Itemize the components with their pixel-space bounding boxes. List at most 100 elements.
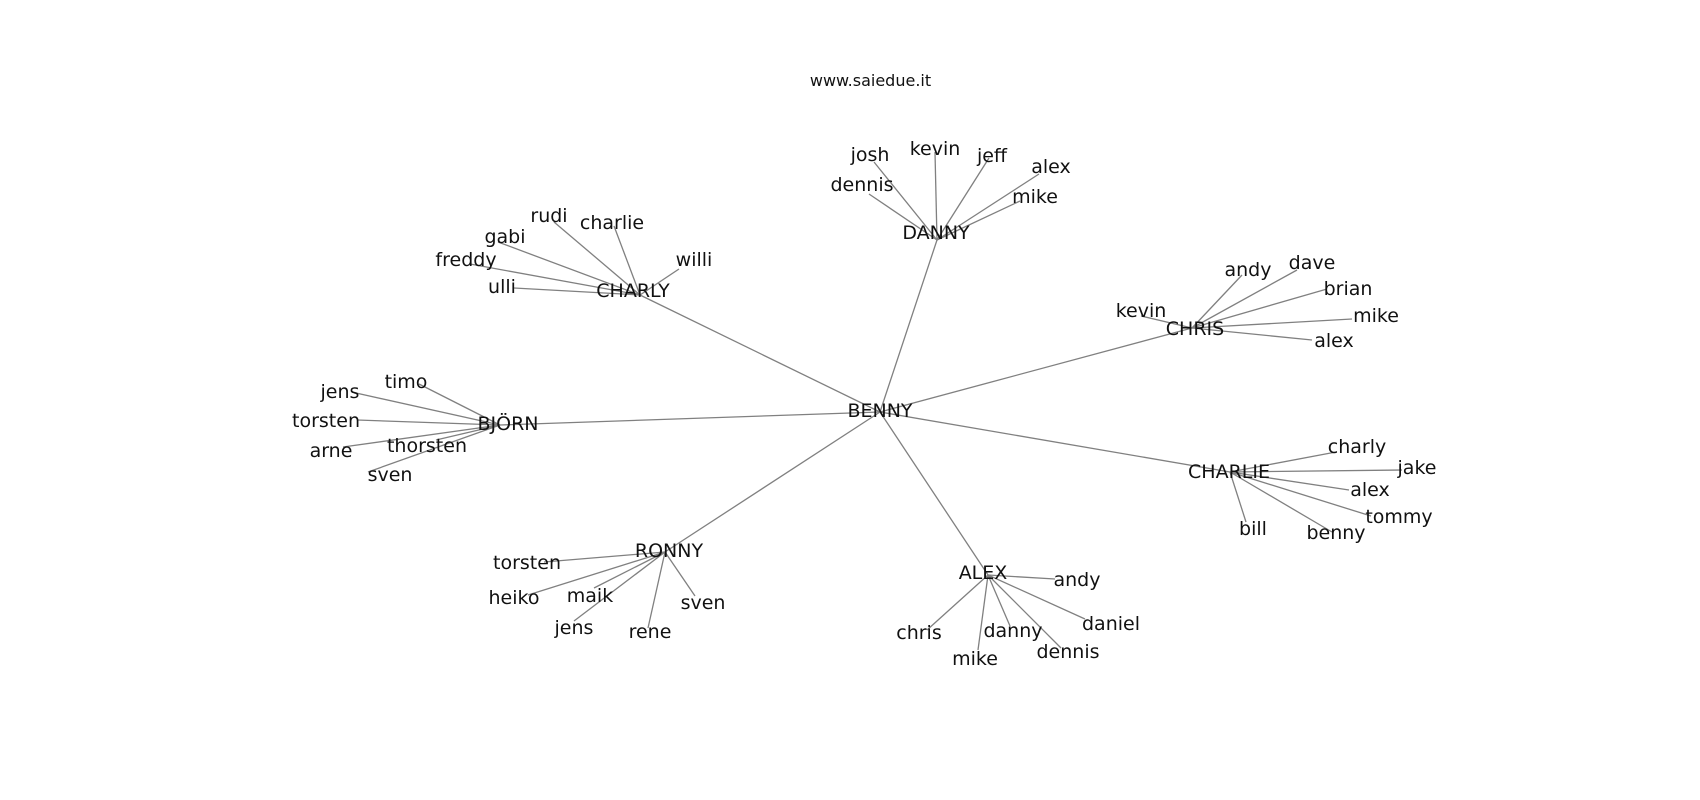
leaf-node-label: sven	[368, 464, 413, 486]
edge-0-5	[936, 200, 1021, 241]
edge-root-0	[879, 239, 938, 413]
hub-node-label: BJÖRN	[477, 412, 538, 435]
edge-2-1	[1191, 269, 1298, 329]
edge-0-2	[936, 157, 990, 241]
leaf-node-label: sven	[681, 592, 726, 614]
leaf-node-label: bill	[1239, 518, 1267, 540]
leaf-node-label: heiko	[489, 587, 540, 609]
edge-2-0	[1191, 274, 1243, 329]
edge-2-4	[1191, 318, 1353, 329]
leaf-node-label: willi	[676, 249, 713, 271]
leaf-node-label: charlie	[580, 212, 644, 234]
edge-3-4	[435, 424, 501, 441]
edge-3-5	[367, 424, 501, 473]
edge-5-0	[543, 551, 666, 563]
leaf-node-label: dave	[1289, 252, 1336, 274]
leaf-node-label: timo	[385, 371, 428, 393]
hub-node-label: CHRIS	[1166, 318, 1224, 340]
leaf-node-label: dennis	[830, 174, 893, 196]
edge-4-3	[1229, 471, 1372, 517]
edge-3-3	[342, 424, 501, 448]
edge-5-1	[527, 551, 666, 596]
leaf-node-label: benny	[1306, 522, 1365, 544]
leaf-node-label: mike	[952, 648, 998, 670]
leaf-node-label: chris	[896, 622, 941, 644]
edge-root-6	[879, 411, 989, 576]
leaf-node-label: charly	[1328, 436, 1386, 458]
leaf-node-label: alex	[1031, 156, 1071, 178]
leaf-node-label: daniel	[1082, 613, 1140, 635]
edge-1-1	[613, 225, 641, 296]
leaf-node-label: dennis	[1036, 641, 1099, 663]
edge-4-5	[1229, 471, 1333, 533]
edge-root-3	[499, 411, 881, 426]
leaf-node-label: ulli	[488, 276, 516, 298]
edge-0-3	[936, 173, 1040, 241]
edge-0-4	[868, 193, 938, 241]
edge-4-2	[1229, 471, 1350, 491]
root-node-label: BENNY	[847, 400, 912, 422]
edge-1-2	[497, 241, 641, 296]
edge-1-5	[639, 268, 680, 296]
edge-5-2	[593, 551, 666, 589]
leaf-node-label: rudi	[530, 205, 567, 227]
edge-1-0	[553, 221, 641, 296]
edge-0-1	[934, 151, 938, 241]
edge-3-0	[418, 383, 501, 426]
leaf-node-label: alex	[1350, 479, 1390, 501]
leaf-node-label: rene	[629, 621, 672, 643]
leaf-node-label: arne	[310, 440, 353, 462]
hub-node-label: DANNY	[902, 222, 970, 244]
edge-6-1	[987, 574, 1086, 620]
leaf-node-label: kevin	[910, 138, 961, 160]
leaf-node-label: danny	[983, 620, 1042, 642]
leaf-node-label: alex	[1314, 330, 1354, 352]
edge-6-2	[926, 574, 989, 631]
leaf-node-label: andy	[1225, 259, 1272, 281]
leaf-node-label: gabi	[484, 226, 525, 248]
edge-3-2	[356, 419, 501, 426]
edge-6-0	[987, 574, 1056, 580]
edge-6-3	[987, 574, 1011, 627]
leaf-node-label: mike	[1012, 186, 1058, 208]
leaf-node-label: josh	[850, 144, 890, 166]
edge-5-5	[664, 551, 696, 597]
edge-0-0	[873, 161, 938, 241]
hub-node-label: ALEX	[959, 562, 1008, 584]
edge-4-4	[1229, 471, 1247, 523]
edge-1-4	[513, 287, 641, 296]
leaf-node-label: mike	[1353, 305, 1399, 327]
leaf-node-label: torsten	[493, 552, 561, 574]
leaf-node-label: brian	[1324, 278, 1373, 300]
edge-root-5	[664, 411, 881, 553]
leaf-node-label: kevin	[1116, 300, 1167, 322]
edge-6-5	[977, 574, 989, 651]
edge-1-3	[469, 263, 641, 296]
edge-root-2	[879, 327, 1193, 413]
hub-node-label: CHARLY	[596, 280, 670, 302]
hub-node-label: CHARLIE	[1188, 461, 1270, 483]
leaf-node-label: andy	[1054, 569, 1101, 591]
leaf-node-label: maik	[567, 585, 613, 607]
hub-node-label: RONNY	[635, 540, 704, 562]
edge-3-1	[355, 392, 501, 426]
edges-layer	[342, 151, 1403, 651]
edge-2-2	[1191, 288, 1328, 329]
diagram-title: www.saiedue.it	[809, 71, 932, 90]
leaf-node-label: jeff	[976, 145, 1008, 167]
edge-root-4	[879, 411, 1231, 473]
edge-5-4	[647, 551, 666, 629]
edge-4-0	[1229, 451, 1337, 473]
edge-2-5	[1191, 327, 1313, 341]
leaf-node-label: jens	[554, 617, 594, 639]
leaf-node-label: torsten	[292, 410, 360, 432]
leaf-node-label: jens	[320, 381, 360, 403]
leaf-node-label: freddy	[435, 249, 496, 271]
leaf-node-label: tommy	[1365, 506, 1432, 528]
leaf-node-label: thorsten	[387, 435, 467, 457]
edge-root-1	[639, 294, 881, 413]
edge-2-3	[1140, 315, 1193, 329]
leaf-node-label: jake	[1397, 457, 1437, 479]
